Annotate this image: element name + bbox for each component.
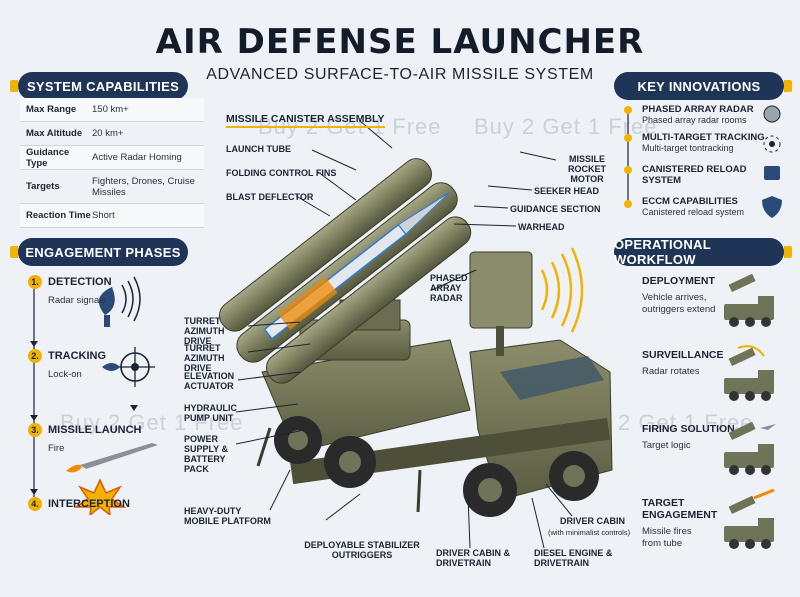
callout-seeker-head: SEEKER HEAD: [534, 186, 600, 196]
canister-icon: [764, 166, 780, 180]
callout-turret-azimuth: TURRET AZIMUTH DRIVE: [184, 343, 225, 373]
workflow-thumbnails: [724, 273, 776, 549]
wheel-icon: [274, 416, 599, 517]
workflow-step: DEPLOYMENT Vehicle arrives, outriggers e…: [642, 275, 716, 315]
innovation-item: ECCM CAPABILITIES Canistered reload syst…: [642, 196, 745, 217]
missile-canisters: [218, 158, 472, 384]
callout-rocket-motor: MISSILE ROCKET MOTOR: [568, 154, 606, 184]
callout-turret-azimuth: TURRET AZIMUTH DRIVE: [184, 316, 225, 346]
workflow-step: TARGET ENGAGEMENT Missile fires from tub…: [642, 497, 718, 549]
callout-driver-cabin: DRIVER CABIN: [560, 516, 626, 526]
page-title: AIR DEFENSE LAUNCHER: [155, 22, 645, 62]
truck-thumbnail-icon: [724, 273, 774, 327]
truck-thumbnail-icon: [724, 488, 775, 549]
truck-thumbnail-icon: [724, 421, 776, 475]
workflow-step: FIRING SOLUTION Target logic: [642, 423, 735, 451]
callout-power-supply: POWER SUPPLY & BATTERY PACK: [184, 434, 229, 474]
radar-panel-icon: [763, 105, 781, 123]
operational-workflow-heading: OPERATIONAL WORKFLOW: [614, 237, 792, 267]
innovation-item: PHASED ARRAY RADAR Phased array radar ro…: [642, 104, 754, 125]
innovation-item: MULTI-TARGET TRACKING Multi-target tontr…: [642, 132, 765, 153]
callout-diesel-engine: DIESEL ENGINE & DRIVETRAIN: [534, 548, 613, 568]
callout-warhead: WARHEAD: [518, 222, 565, 232]
phase-1: 1.DETECTION Radar signals: [28, 275, 112, 306]
callout-hydraulic-pump: HYDRAULIC PUMP UNIT: [184, 403, 237, 423]
explosion-icon: [73, 478, 127, 515]
innovation-item: CANISTERED RELOAD SYSTEM: [642, 164, 747, 186]
workflow-step: SURVEILLANCE Radar rotates: [642, 349, 724, 377]
callout-platform: HEAVY-DUTY MOBILE PLATFORM: [184, 506, 271, 526]
phases-timeline: [30, 276, 158, 515]
callout-launch-tube: LAUNCH TUBE: [226, 144, 291, 154]
callout-phased-radar: PHASED ARRAY RADAR: [430, 273, 468, 303]
page-subtitle: ADVANCED SURFACE-TO-AIR MISSILE SYSTEM: [206, 66, 594, 83]
shield-icon: [762, 196, 782, 218]
callout-blast-deflector: BLAST DEFLECTOR: [226, 192, 314, 202]
radar-dish-icon: [98, 276, 141, 327]
phase-3: 3.MISSILE LAUNCH Fire: [28, 423, 142, 454]
phased-array-radar: [469, 247, 584, 356]
tracking-icon: [763, 135, 781, 153]
callout-lines: [235, 120, 573, 549]
callout-elevation-actuator: ELEVATION ACTUATOR: [184, 371, 235, 391]
phase-2: 2.TRACKING Lock-on: [28, 349, 106, 380]
callout-cabin-drivetrain: DRIVER CABIN & DRIVETRAIN: [436, 548, 511, 568]
callout-missile-canister: MISSILE CANISTER ASSEMBLY: [226, 114, 385, 128]
missile-icon: [66, 443, 158, 473]
watermark: Buy 2 Get 1 Free: [60, 410, 244, 435]
callout-folding-fins: FOLDING CONTROL FINS: [226, 168, 337, 178]
callout-guidance-section: GUIDANCE SECTION: [510, 204, 601, 214]
innovations-timeline: [624, 105, 782, 218]
phase-4: 4.INTERCEPTION: [28, 497, 130, 511]
engagement-phases-heading: ENGAGEMENT PHASES: [10, 238, 188, 266]
stabilizer-outriggers: [256, 427, 422, 513]
system-capabilities-heading: SYSTEM CAPABILITIES: [10, 72, 188, 100]
crosshair-icon: [102, 347, 155, 387]
truck-thumbnail-icon: [724, 345, 774, 401]
key-innovations-heading: KEY INNOVATIONS: [614, 72, 792, 100]
callout-driver-cabin-sub: (with minimalist controls): [548, 528, 631, 537]
callout-stabilizer: DEPLOYABLE STABILIZER OUTRIGGERS: [304, 540, 420, 560]
